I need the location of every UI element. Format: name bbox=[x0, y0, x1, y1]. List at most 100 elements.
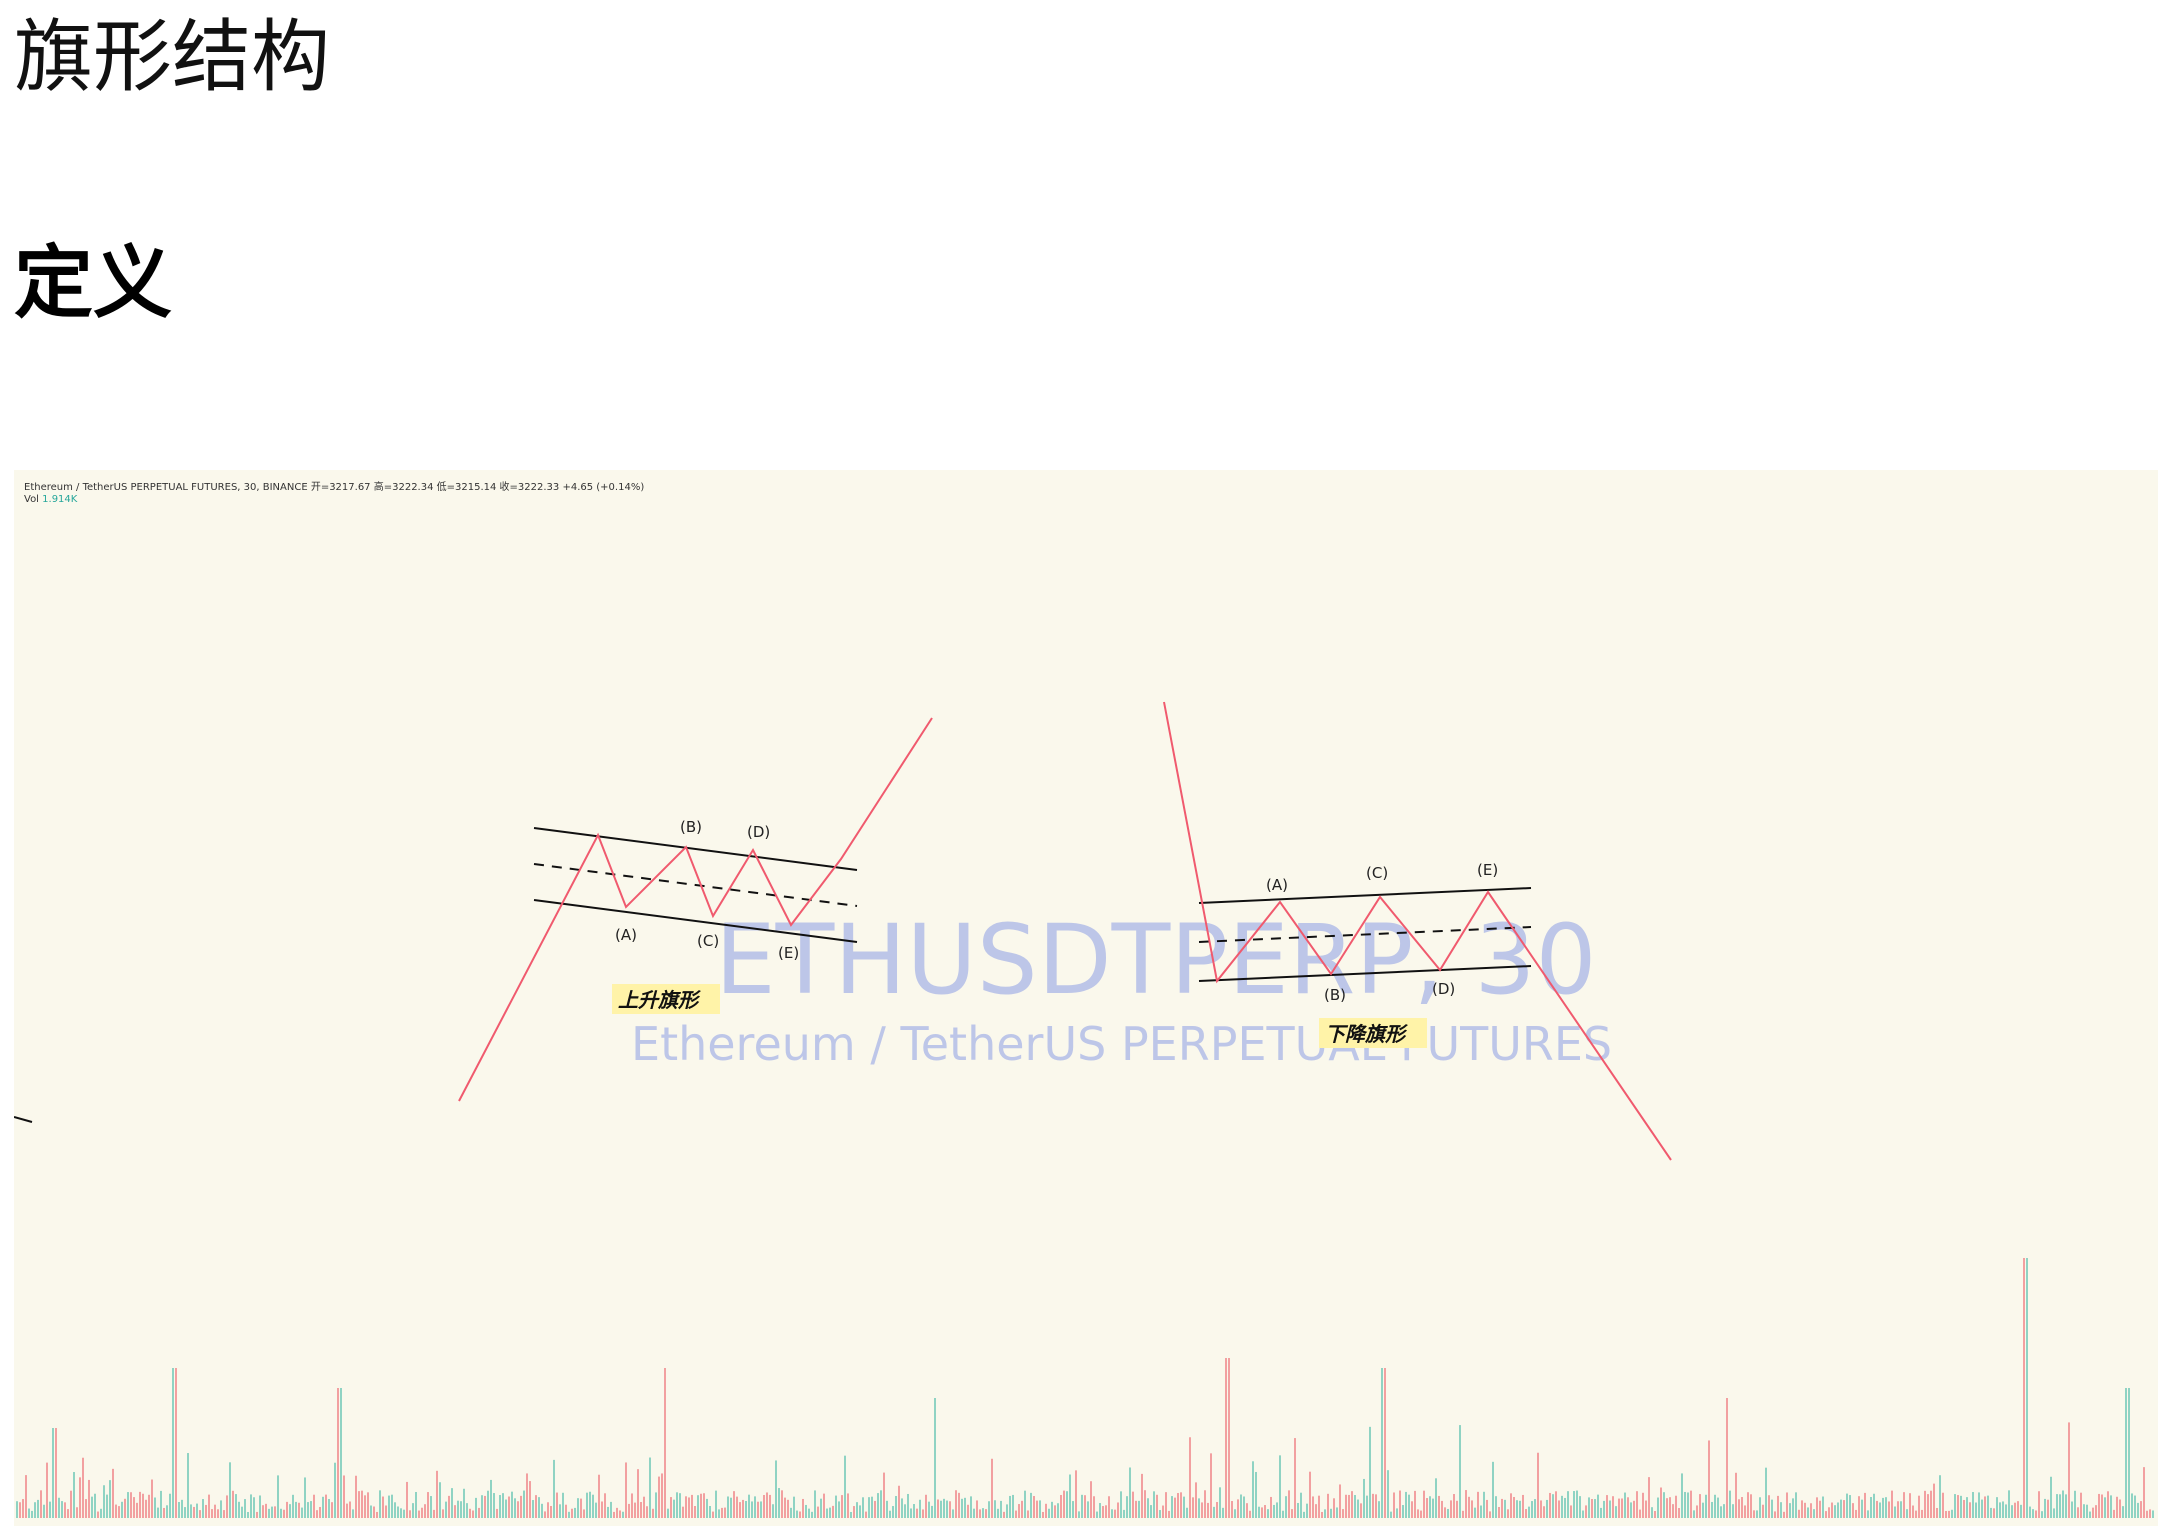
volume-bar bbox=[205, 1504, 207, 1518]
volume-bar bbox=[2011, 1505, 2013, 1518]
volume-bar bbox=[1630, 1502, 1632, 1518]
volume-bar bbox=[1564, 1497, 1566, 1518]
volume-bar bbox=[1102, 1506, 1104, 1518]
volume-bar bbox=[1873, 1493, 1875, 1518]
volume-bar bbox=[1117, 1502, 1119, 1518]
chart-legend: Ethereum / TetherUS PERPETUAL FUTURES, 3… bbox=[24, 482, 645, 493]
volume-bar bbox=[1294, 1438, 1296, 1518]
volume-bar bbox=[1648, 1477, 1650, 1518]
volume-bar bbox=[613, 1511, 615, 1518]
volume-bar bbox=[1795, 1492, 1797, 1518]
volume-bar bbox=[523, 1490, 525, 1518]
volume-bar bbox=[796, 1510, 798, 1518]
volume-bar bbox=[1975, 1502, 1977, 1518]
volume-bar bbox=[985, 1509, 987, 1518]
volume-bar bbox=[1999, 1502, 2001, 1518]
volume-bar bbox=[2035, 1510, 2037, 1518]
volume-bar bbox=[895, 1496, 897, 1518]
volume-bar bbox=[277, 1475, 279, 1518]
volume-bar bbox=[598, 1474, 600, 1518]
volume-bar bbox=[808, 1508, 810, 1518]
volume-bar bbox=[565, 1504, 567, 1518]
volume-bar bbox=[1132, 1491, 1134, 1518]
volume-bar bbox=[1864, 1492, 1866, 1518]
volume-bar bbox=[160, 1490, 162, 1518]
volume-bar bbox=[706, 1498, 708, 1518]
volume-bar bbox=[550, 1505, 552, 1518]
volume-bar bbox=[1831, 1502, 1833, 1518]
volume-bar bbox=[55, 1428, 57, 1518]
volume-bar bbox=[43, 1504, 45, 1518]
volume-bar bbox=[1741, 1497, 1743, 1518]
volume-bar bbox=[166, 1505, 168, 1518]
volume-bar bbox=[235, 1494, 237, 1518]
volume-bar bbox=[892, 1506, 894, 1518]
volume-bar bbox=[1894, 1506, 1896, 1518]
volume-bar bbox=[343, 1475, 345, 1518]
volume-bar bbox=[772, 1504, 774, 1518]
volume-bar bbox=[490, 1479, 492, 1518]
bear-flag-price-path bbox=[1163, 701, 1672, 1161]
volume-bar bbox=[1810, 1503, 1812, 1518]
volume-bar bbox=[280, 1508, 282, 1518]
volume-bar bbox=[1243, 1496, 1245, 1518]
volume-bar bbox=[196, 1503, 198, 1518]
volume-bar bbox=[148, 1494, 150, 1518]
volume-bar bbox=[238, 1501, 240, 1518]
volume-bar bbox=[1015, 1510, 1017, 1518]
volume-bar bbox=[655, 1492, 657, 1518]
volume-bar bbox=[1768, 1495, 1770, 1518]
bear-flag-label-highlight bbox=[1319, 1018, 1427, 1048]
volume-bar bbox=[1192, 1497, 1194, 1518]
volume-bar bbox=[1957, 1495, 1959, 1518]
volume-bar bbox=[1690, 1490, 1692, 1518]
volume-bar bbox=[268, 1508, 270, 1518]
volume-bar bbox=[1168, 1510, 1170, 1518]
volume-bar bbox=[1693, 1510, 1695, 1518]
volume-bar bbox=[877, 1493, 879, 1518]
volume-bar bbox=[1159, 1510, 1161, 1518]
volume-bar bbox=[658, 1476, 660, 1518]
volume-bar bbox=[1855, 1509, 1857, 1518]
volume-bar bbox=[2095, 1505, 2097, 1518]
volume-bar bbox=[67, 1509, 69, 1518]
volume-bar bbox=[1876, 1500, 1878, 1518]
volume-bar bbox=[913, 1504, 915, 1518]
volume-bar bbox=[1420, 1510, 1422, 1518]
volume-bar bbox=[127, 1492, 129, 1518]
volume-bar bbox=[1654, 1510, 1656, 1518]
volume-bar bbox=[721, 1507, 723, 1518]
volume-bar bbox=[1954, 1494, 1956, 1518]
section-heading: 定义 bbox=[14, 237, 172, 329]
volume-bar bbox=[736, 1496, 738, 1518]
bull-point-d: (D) bbox=[747, 823, 770, 841]
volume-bar bbox=[163, 1507, 165, 1518]
volume-bar bbox=[907, 1493, 909, 1518]
volume-bar bbox=[853, 1506, 855, 1518]
volume-bar bbox=[538, 1497, 540, 1518]
volume-bar bbox=[1147, 1498, 1149, 1518]
volume-bar bbox=[469, 1508, 471, 1518]
volume-bar bbox=[1750, 1494, 1752, 1518]
volume-bar bbox=[592, 1494, 594, 1518]
volume-bar bbox=[1918, 1495, 1920, 1518]
volume-bar bbox=[1165, 1492, 1167, 1518]
volume-bar bbox=[1915, 1510, 1917, 1518]
volume-bar bbox=[328, 1499, 330, 1518]
volume-bar bbox=[1348, 1494, 1350, 1518]
volume-bar bbox=[1312, 1496, 1314, 1518]
volume-bar bbox=[1717, 1497, 1719, 1518]
volume-bar bbox=[1099, 1503, 1101, 1518]
volume-bar bbox=[2077, 1507, 2079, 1518]
volume-bar bbox=[295, 1501, 297, 1518]
volume-bar bbox=[298, 1502, 300, 1518]
volume-bar bbox=[532, 1500, 534, 1518]
volume-bar bbox=[229, 1462, 231, 1518]
chart-canvas: ETHUSDTPERP, 30 Ethereum / TetherUS PERP… bbox=[14, 701, 2154, 1518]
volume-bar bbox=[376, 1511, 378, 1518]
volume-bar bbox=[1852, 1503, 1854, 1518]
volume-bar bbox=[379, 1490, 381, 1518]
volume-bar bbox=[463, 1488, 465, 1518]
volume-bar bbox=[370, 1505, 372, 1518]
watermark-symbol: ETHUSDTPERP, 30 bbox=[715, 904, 1597, 1016]
